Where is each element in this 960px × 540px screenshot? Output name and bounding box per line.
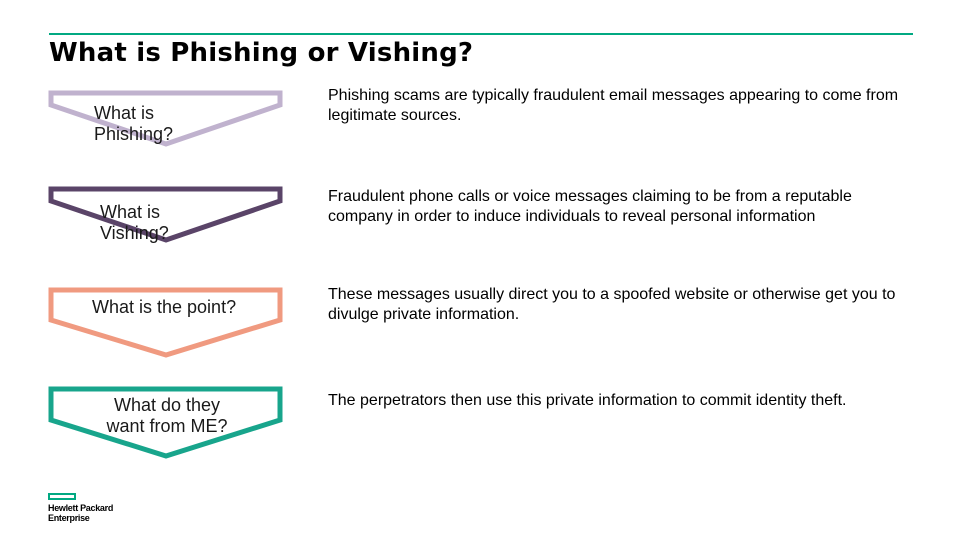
title-accent-rule <box>49 33 913 35</box>
phishing-question-label: What is Phishing? <box>94 103 173 145</box>
vishing-question-label: What is Vishing? <box>100 202 169 244</box>
phishing-label-line2: Phishing? <box>94 124 174 144</box>
want-question-label: What do they want from ME? <box>92 395 242 437</box>
hpe-logo-text: Hewlett Packard Enterprise <box>48 503 114 523</box>
want-label-line2: want from ME? <box>106 416 228 436</box>
point-label-line1: What is the point? <box>92 297 237 317</box>
hpe-logo: Hewlett Packard Enterprise <box>48 493 113 523</box>
point-question-label: What is the point? <box>92 297 236 318</box>
point-description: These messages usually direct you to a s… <box>328 286 896 323</box>
phishing-chevron-shape <box>48 90 283 147</box>
page-title: What is Phishing or Vishing? <box>49 38 474 68</box>
hpe-logo-bar-icon <box>48 493 76 500</box>
want-label-line1: What do they <box>113 395 221 415</box>
vishing-label-line2: Vishing? <box>100 223 169 243</box>
point-chevron-shape <box>48 287 283 358</box>
vishing-chevron-shape <box>48 186 283 243</box>
want-chevron-shape <box>48 386 283 459</box>
vishing-description: Fraudulent phone calls or voice messages… <box>328 188 852 225</box>
want-description: The perpetrators then use this private i… <box>328 392 847 409</box>
phishing-label-line1: What is <box>94 103 155 123</box>
vishing-label-line1: What is <box>100 202 161 222</box>
phishing-description: Phishing scams are typically fraudulent … <box>328 87 899 124</box>
